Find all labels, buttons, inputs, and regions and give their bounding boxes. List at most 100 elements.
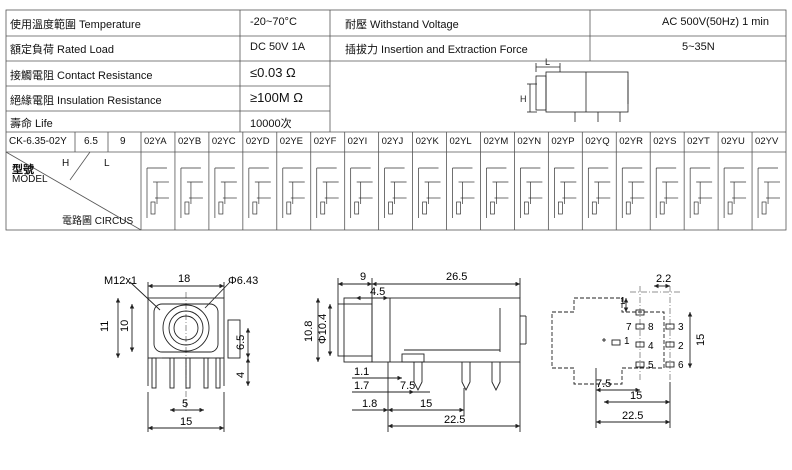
circuit-diagram-02ym [486, 167, 509, 218]
front-d4: 4 [235, 372, 247, 378]
model-code-02yt: 02YT [687, 136, 710, 147]
pcb-pin-8: 8 [648, 322, 654, 333]
pcb-d75: 7.5 [596, 378, 611, 390]
spec-label-withstand: 耐壓 Withstand Voltage [345, 19, 459, 31]
side-d104: Φ10.4 [317, 314, 329, 344]
side-d15: 15 [420, 398, 432, 410]
pcb-pin-6: 6 [678, 360, 684, 371]
spec-label-life: 壽命 Life [10, 118, 53, 130]
spec-value-temperature: -20~70°C [250, 16, 297, 28]
pcb-pin-3: 3 [678, 322, 684, 333]
circuit-stroke [558, 201, 563, 215]
front-m12: M12x1 [104, 275, 137, 287]
circuit-title: 電路圖 CIRCUS [62, 216, 134, 227]
circuit-stroke [320, 201, 326, 215]
circuit-stroke [218, 201, 224, 215]
thumb-l-label: L [545, 57, 550, 67]
circuit-diagram-02yd [248, 167, 271, 218]
circuit-diagram-02yq [587, 167, 611, 218]
pcb-d15v: 15 [695, 334, 707, 346]
circuit-stroke [727, 201, 733, 215]
side-d17: 1.7 [354, 380, 369, 392]
model-code-02yc: 02YC [211, 136, 236, 147]
side-d18: 1.8 [362, 398, 377, 410]
spec-table-frame [5, 9, 787, 231]
spec-table-graphic: L H [5, 9, 787, 231]
spec-value-rated-load: DC 50V 1A [250, 41, 306, 53]
circuit-stroke [150, 201, 156, 215]
spec-value-insertion: 5~35N [682, 41, 715, 53]
model-code-02yn: 02YN [517, 136, 542, 147]
circuit-stroke [693, 201, 699, 215]
model-code-02yf: 02YF [313, 136, 337, 147]
front-w15: 15 [180, 416, 192, 428]
model-code-02ys: 02YS [653, 136, 677, 147]
side-d45: 4.5 [370, 286, 385, 298]
circuit-diagram-02ya [146, 167, 169, 218]
pcb-pin-5: 5 [648, 360, 654, 371]
l-header: L [104, 158, 110, 169]
circuit-stroke [524, 201, 529, 215]
model-code-02yp: 02YP [551, 136, 575, 147]
circuit-diagram-02yl [452, 167, 475, 218]
model-code-02yu: 02YU [721, 136, 745, 147]
connector-thumbnail [527, 63, 629, 122]
spec-label-insulation: 絕緣電阻 Insulation Resistance [10, 95, 162, 107]
pcb-d15: 15 [630, 390, 642, 402]
circuit-stroke [252, 201, 258, 215]
circuit-stroke [761, 201, 767, 215]
l-value: 9 [120, 136, 126, 147]
model-code-02yv: 02YV [755, 136, 779, 147]
circuit-stroke [591, 201, 597, 215]
circuit-stroke [456, 201, 461, 215]
circuit-diagram-02yu [723, 167, 747, 218]
spec-label-contact: 接觸電阻 Contact Resistance [10, 70, 153, 82]
circuit-stroke [286, 201, 292, 215]
circuit-stroke [388, 201, 393, 215]
spec-value-life: 10000次 [250, 118, 292, 130]
thumb-h-label: H [520, 94, 527, 104]
pcb-d225: 22.5 [622, 410, 643, 422]
side-d9: 9 [360, 271, 366, 283]
pcb-d1: 1 [620, 296, 626, 307]
circuit-stroke [625, 201, 631, 215]
side-view-drawing [315, 278, 527, 432]
circuit-diagram-02yi [350, 167, 373, 218]
model-code-02yk: 02YK [415, 136, 439, 147]
model-code-02yd: 02YD [245, 136, 270, 147]
model-code-02yl: 02YL [449, 136, 472, 147]
model-code-02ym: 02YM [483, 136, 509, 147]
circuit-diagram-02yb [180, 167, 203, 218]
circuit-diagram-02yn [520, 167, 543, 218]
pcb-pin-4: 4 [648, 341, 654, 352]
circuit-diagram-02ye [282, 167, 305, 218]
spec-label-rated-load: 額定負荷 Rated Load [10, 44, 114, 56]
front-h10: 10 [119, 320, 131, 332]
h-value: 6.5 [84, 136, 98, 147]
circuit-diagram-02yf [316, 167, 339, 218]
circuit-diagram-02yt [689, 167, 713, 218]
circuit-diagram-02yr [621, 167, 645, 218]
circuit-stroke [354, 201, 360, 215]
circuit-stroke [184, 201, 190, 215]
front-d65: 6.5 [235, 335, 247, 350]
side-d11: 1.1 [354, 366, 369, 378]
circuit-diagram-02ys [655, 167, 679, 218]
h-header: H [62, 158, 70, 169]
model-title: 型號 [12, 164, 34, 176]
front-d5: 5 [182, 398, 188, 410]
side-d265: 26.5 [446, 271, 467, 283]
pcb-pin-7: 7 [626, 322, 632, 333]
technical-drawings: M12x1 1 8 Φ6.43 11 10 6.5 4 5 15 [99, 271, 707, 432]
circuit-diagram-02yj [384, 167, 407, 218]
front-phi643: Φ6.43 [228, 275, 258, 287]
front-h11: 11 [99, 321, 111, 332]
model-code-02yb: 02YB [177, 136, 202, 147]
model-code-02yr: 02YR [619, 136, 644, 147]
part-number: CK-6.35-02Y [9, 136, 67, 147]
circuit-diagram-02yv [757, 167, 780, 218]
spec-label-temperature: 使用溫度範圍 Temperature [10, 19, 141, 31]
side-d108: 10.8 [303, 321, 315, 342]
pcb-d22: 2.2 [656, 273, 671, 285]
model-code-02ya: 02YA [144, 136, 167, 147]
